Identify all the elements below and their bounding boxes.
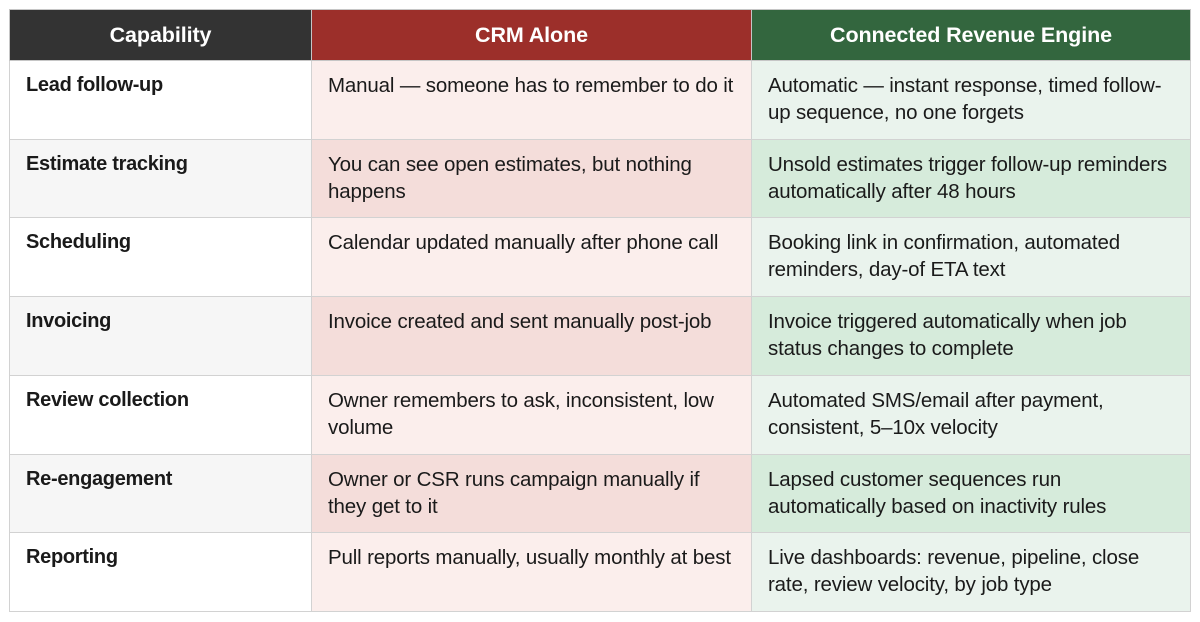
cell-connected-revenue-engine: Unsold estimates trigger follow-up remin… (751, 138, 1191, 219)
cell-connected-revenue-engine: Booking link in confirmation, automated … (751, 217, 1191, 298)
cell-capability: Re-engagement (9, 453, 312, 534)
cell-connected-revenue-engine: Lapsed customer sequences run automatica… (751, 453, 1191, 534)
table-row: Re-engagement Owner or CSR runs campaign… (9, 453, 1191, 534)
cell-connected-revenue-engine: Live dashboards: revenue, pipeline, clos… (751, 532, 1191, 612)
table-row: Invoicing Invoice created and sent manua… (9, 296, 1191, 376)
header-row: Capability CRM Alone Connected Revenue E… (9, 9, 1191, 61)
cell-crm-alone: Owner or CSR runs campaign manually if t… (311, 453, 752, 534)
cell-crm-alone: Pull reports manually, usually monthly a… (311, 532, 752, 612)
cell-crm-alone: Invoice created and sent manually post-j… (311, 296, 752, 376)
cell-capability: Lead follow-up (9, 60, 312, 140)
table-body: Lead follow-up Manual — someone has to r… (9, 60, 1191, 612)
table-row: Lead follow-up Manual — someone has to r… (9, 60, 1191, 140)
table-row: Scheduling Calendar updated manually aft… (9, 217, 1191, 298)
cell-connected-revenue-engine: Invoice triggered automatically when job… (751, 296, 1191, 376)
cell-capability: Review collection (9, 374, 312, 455)
cell-capability: Estimate tracking (9, 138, 312, 219)
column-header-connected-revenue-engine: Connected Revenue Engine (751, 9, 1191, 61)
cell-crm-alone: You can see open estimates, but nothing … (311, 138, 752, 219)
cell-crm-alone: Owner remembers to ask, inconsistent, lo… (311, 374, 752, 455)
column-header-capability: Capability (9, 9, 312, 61)
capability-comparison-table: Capability CRM Alone Connected Revenue E… (9, 9, 1191, 612)
cell-capability: Invoicing (9, 296, 312, 376)
column-header-crm-alone: CRM Alone (311, 9, 752, 61)
table-row: Review collection Owner remembers to ask… (9, 374, 1191, 455)
table-row: Reporting Pull reports manually, usually… (9, 532, 1191, 612)
cell-connected-revenue-engine: Automatic — instant response, timed foll… (751, 60, 1191, 140)
cell-crm-alone: Manual — someone has to remember to do i… (311, 60, 752, 140)
cell-connected-revenue-engine: Automated SMS/email after payment, consi… (751, 374, 1191, 455)
cell-capability: Reporting (9, 532, 312, 612)
table-row: Estimate tracking You can see open estim… (9, 138, 1191, 219)
table-header: Capability CRM Alone Connected Revenue E… (9, 9, 1191, 61)
cell-capability: Scheduling (9, 217, 312, 298)
cell-crm-alone: Calendar updated manually after phone ca… (311, 217, 752, 298)
